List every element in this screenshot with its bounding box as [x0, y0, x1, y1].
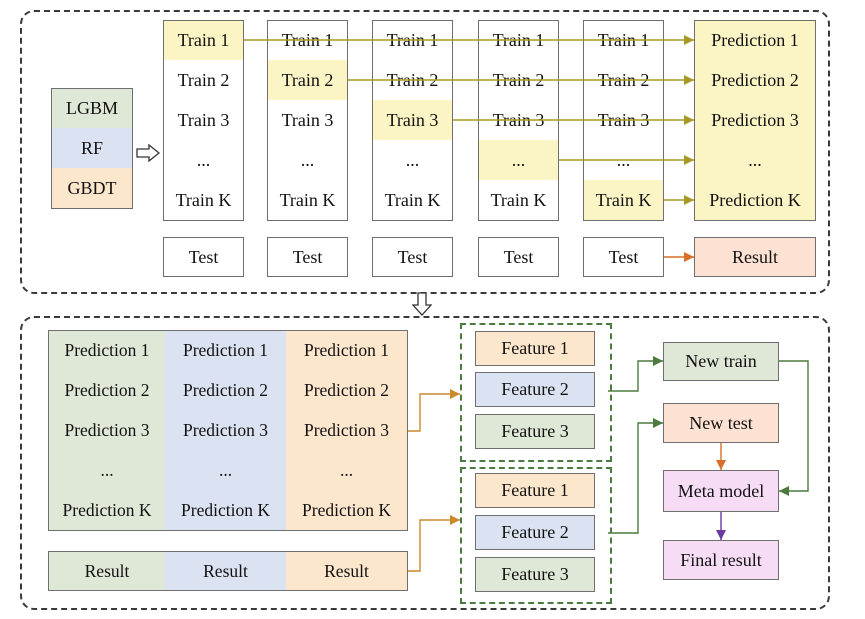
train-cell: Train 3 [372, 100, 453, 141]
train-cell: Train K [267, 180, 348, 221]
stacked-prediction-cell: Prediction K [165, 490, 287, 531]
arrowhead-icon [653, 356, 663, 366]
feature-box-train: Feature 1 [475, 331, 595, 366]
prediction-cell: Prediction 2 [694, 60, 816, 101]
arrowhead-icon [716, 530, 726, 540]
stacked-prediction-cell: Prediction 3 [165, 410, 287, 451]
train-cell: Train 1 [163, 20, 244, 61]
test-cell: Test [372, 237, 453, 277]
stacked-prediction-cell: Prediction 1 [48, 330, 166, 371]
train-cell: Train K [372, 180, 453, 221]
test-cell: Test [163, 237, 244, 277]
arrowhead-icon [450, 515, 460, 525]
arrowhead-icon [450, 389, 460, 399]
model-rf: RF [51, 128, 133, 169]
arrowhead-icon [684, 195, 694, 205]
feature-box-train: Feature 3 [475, 414, 595, 449]
stacked-prediction-cell: Prediction 1 [286, 330, 408, 371]
arrow-features-to-new-train [608, 360, 663, 392]
stacked-prediction-cell: Prediction 2 [165, 370, 287, 411]
stacked-prediction-cell: Prediction 2 [286, 370, 408, 411]
arrowhead-icon [684, 115, 694, 125]
stacked-prediction-cell: Prediction K [48, 490, 166, 531]
stacked-prediction-cell: Prediction 3 [286, 410, 408, 451]
arrow-new-train-to-meta-model [779, 360, 809, 492]
feature-box-test: Feature 3 [475, 557, 595, 592]
train-cell: Train K [478, 180, 559, 221]
arrow-results-to-features-test [408, 519, 460, 572]
train-cell: ... [372, 140, 453, 181]
train-cell: Train 2 [163, 60, 244, 101]
prediction-cell: Prediction K [694, 180, 816, 221]
prediction-cell: Prediction 3 [694, 100, 816, 141]
meta-model-box: Meta model [663, 470, 779, 512]
result-box: Result [694, 237, 816, 277]
train-cell: Train K [163, 180, 244, 221]
stacked-result-cell: Result [165, 551, 287, 591]
stacked-prediction-cell: Prediction K [286, 490, 408, 531]
arrow-table-to-features-train [408, 393, 460, 432]
arrowhead-icon [653, 418, 663, 428]
arrowhead-icon [684, 155, 694, 165]
new-train-box: New train [663, 342, 779, 381]
test-cell: Test [583, 237, 664, 277]
test-cell: Test [478, 237, 559, 277]
train-cell: Train 3 [267, 100, 348, 141]
arrowhead-icon [779, 486, 789, 496]
arrowhead-icon [684, 252, 694, 262]
feature-box-test: Feature 1 [475, 473, 595, 508]
train-cell: Train 2 [267, 60, 348, 101]
arrowhead-icon [684, 35, 694, 45]
arrowhead-icon [716, 460, 726, 470]
hollow-arrow-right-icon [136, 144, 160, 162]
arrowhead-icon [684, 75, 694, 85]
feature-group-train [460, 323, 612, 462]
model-gbdt: GBDT [51, 168, 133, 209]
stacked-result-cell: Result [286, 551, 408, 591]
feature-box-train: Feature 2 [475, 372, 595, 407]
second-layer-panel [20, 316, 830, 610]
final-result-box: Final result [663, 540, 779, 580]
hollow-arrow-down-icon [412, 292, 432, 316]
new-test-box: New test [663, 403, 779, 443]
prediction-cell: Prediction 1 [694, 20, 816, 61]
feature-box-test: Feature 2 [475, 515, 595, 550]
arrow-features-to-new-test [608, 422, 663, 534]
feature-group-test [460, 467, 612, 604]
train-cell: Train K [583, 180, 664, 221]
test-cell: Test [267, 237, 348, 277]
